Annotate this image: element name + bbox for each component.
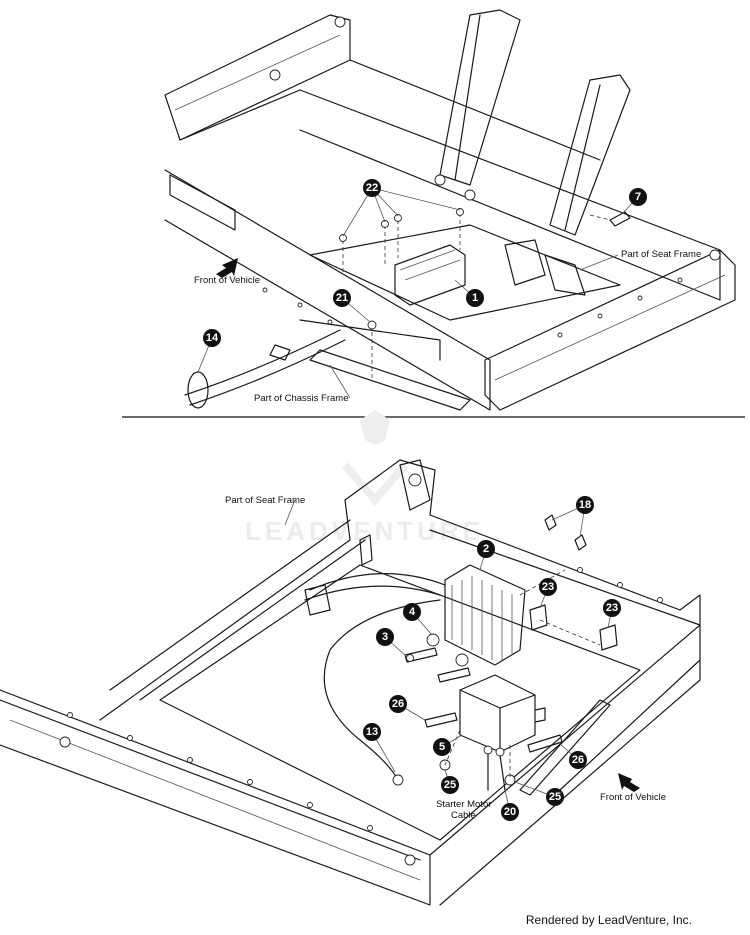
callout-14[interactable]: 14	[203, 329, 221, 347]
svg-text:7: 7	[635, 191, 641, 203]
svg-text:18: 18	[579, 499, 591, 511]
callout-18[interactable]: 18	[576, 496, 594, 514]
svg-text:2: 2	[483, 543, 489, 555]
callout-7[interactable]: 7	[629, 188, 647, 206]
svg-text:23: 23	[606, 602, 618, 614]
bottom-assembly-view	[0, 459, 701, 906]
svg-text:1: 1	[472, 292, 478, 304]
callout-1[interactable]: 1	[466, 289, 484, 307]
label-front-of-vehicle-bottom: Front of Vehicle	[600, 792, 666, 803]
label-starter-motor-line1: Starter Motor	[436, 799, 491, 810]
label-front-of-vehicle-top: Front of Vehicle	[194, 275, 260, 286]
callout-21[interactable]: 21	[333, 289, 351, 307]
svg-text:14: 14	[206, 332, 219, 344]
svg-text:25: 25	[444, 779, 456, 791]
callout-23-left[interactable]: 23	[539, 578, 557, 596]
watermark-logo	[341, 410, 409, 507]
label-starter-motor-line2: Cable	[451, 810, 476, 821]
svg-text:13: 13	[366, 726, 378, 738]
callout-22[interactable]: 22	[363, 179, 381, 197]
svg-text:26: 26	[572, 754, 584, 766]
front-of-vehicle-arrow-bottom	[618, 773, 640, 792]
svg-text:20: 20	[504, 806, 516, 818]
callout-5[interactable]: 5	[433, 738, 451, 756]
top-assembly-view	[164, 9, 736, 411]
svg-text:21: 21	[336, 292, 348, 304]
svg-text:3: 3	[382, 631, 388, 643]
credit-text: Rendered by LeadVenture, Inc.	[525, 913, 692, 927]
svg-text:22: 22	[366, 182, 378, 194]
front-of-vehicle-arrow-top	[216, 258, 238, 278]
svg-text:4: 4	[409, 606, 416, 618]
label-part-of-seat-frame-bottom: Part of Seat Frame	[225, 495, 305, 506]
callout-26-left[interactable]: 26	[389, 695, 407, 713]
svg-text:26: 26	[392, 698, 404, 710]
callout-23-right[interactable]: 23	[603, 599, 621, 617]
callout-13[interactable]: 13	[363, 723, 381, 741]
callout-20[interactable]: 20	[501, 803, 519, 821]
svg-text:23: 23	[542, 581, 554, 593]
callout-3[interactable]: 3	[376, 628, 394, 646]
svg-text:25: 25	[549, 791, 561, 803]
watermark-text: LEADVENTURE	[245, 516, 484, 546]
callout-25-left[interactable]: 25	[441, 776, 459, 794]
callout-25-right[interactable]: 25	[546, 788, 564, 806]
svg-text:5: 5	[439, 741, 445, 753]
callout-26-right[interactable]: 26	[569, 751, 587, 769]
label-part-of-seat-frame-top: Part of Seat Frame	[621, 249, 701, 260]
callout-2[interactable]: 2	[477, 540, 495, 558]
callout-4[interactable]: 4	[403, 603, 421, 621]
label-part-of-chassis-frame: Part of Chassis Frame	[254, 393, 349, 404]
